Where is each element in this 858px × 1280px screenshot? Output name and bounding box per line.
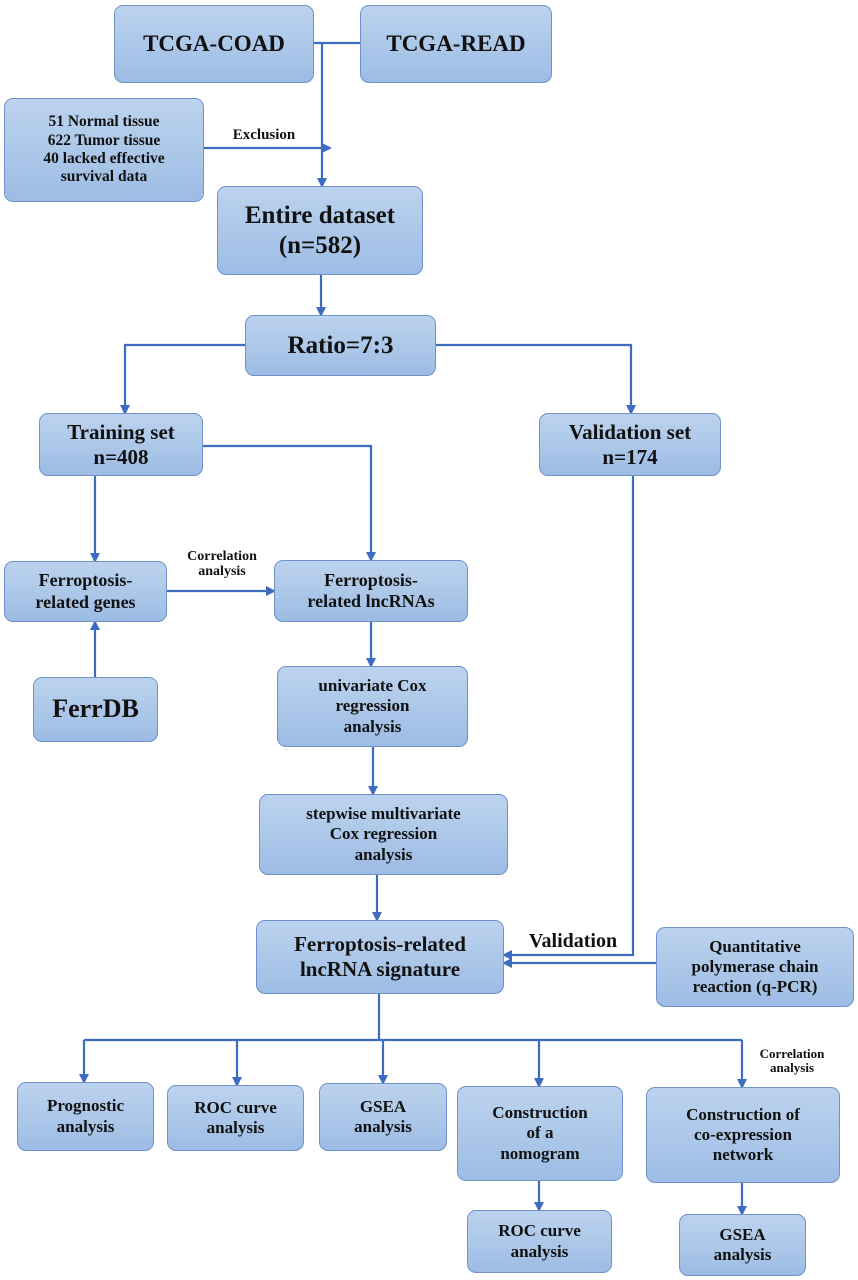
gsea-analysis-box: GSEA analysis	[319, 1083, 447, 1151]
training-to-lncrnas-arrow	[203, 444, 376, 562]
roc-curve-analysis-box: ROC curve analysis	[167, 1085, 304, 1151]
gsea-analysis-2-box: GSEA analysis	[679, 1214, 806, 1276]
validation-set-box: Validation set n=174	[539, 413, 721, 476]
coexpression-network-box: Construction of co-expression network	[646, 1087, 840, 1183]
correlation-analysis-2-label: Correlation analysis	[759, 1046, 825, 1076]
univariate-cox-box: univariate Cox regression analysis	[277, 666, 468, 747]
ratio-to-validation-arrow	[436, 343, 636, 415]
ferrdb-box: FerrDB	[33, 677, 158, 742]
validation-label: Validation	[528, 930, 618, 952]
nomogram-box: Construction of a nomogram	[457, 1086, 623, 1181]
ratio-box: Ratio=7:3	[245, 315, 436, 376]
training-set-box: Training set n=408	[39, 413, 203, 476]
excluded-samples-box: 51 Normal tissue 622 Tumor tissue 40 lac…	[4, 98, 204, 202]
stepwise-cox-box: stepwise multivariate Cox regression ana…	[259, 794, 508, 875]
validation-set-to-signature-arrow	[502, 476, 635, 960]
ferroptosis-genes-box: Ferroptosis- related genes	[4, 561, 167, 622]
correlation-analysis-label: Correlation analysis	[187, 549, 257, 580]
tcga-coad-box: TCGA-COAD	[114, 5, 314, 83]
tcga-read-box: TCGA-READ	[360, 5, 552, 83]
exclusion-label: Exclusion	[232, 127, 296, 143]
roc-curve-analysis-2-box: ROC curve analysis	[467, 1210, 612, 1273]
qpcr-box: Quantitative polymerase chain reaction (…	[656, 927, 854, 1007]
entire-dataset-box: Entire dataset (n=582)	[217, 186, 423, 275]
ferroptosis-lncrnas-box: Ferroptosis- related lncRNAs	[274, 560, 468, 622]
ratio-to-training-arrow	[120, 343, 245, 415]
prognostic-analysis-box: Prognostic analysis	[17, 1082, 154, 1151]
lncrna-signature-box: Ferroptosis-related lncRNA signature	[256, 920, 504, 994]
